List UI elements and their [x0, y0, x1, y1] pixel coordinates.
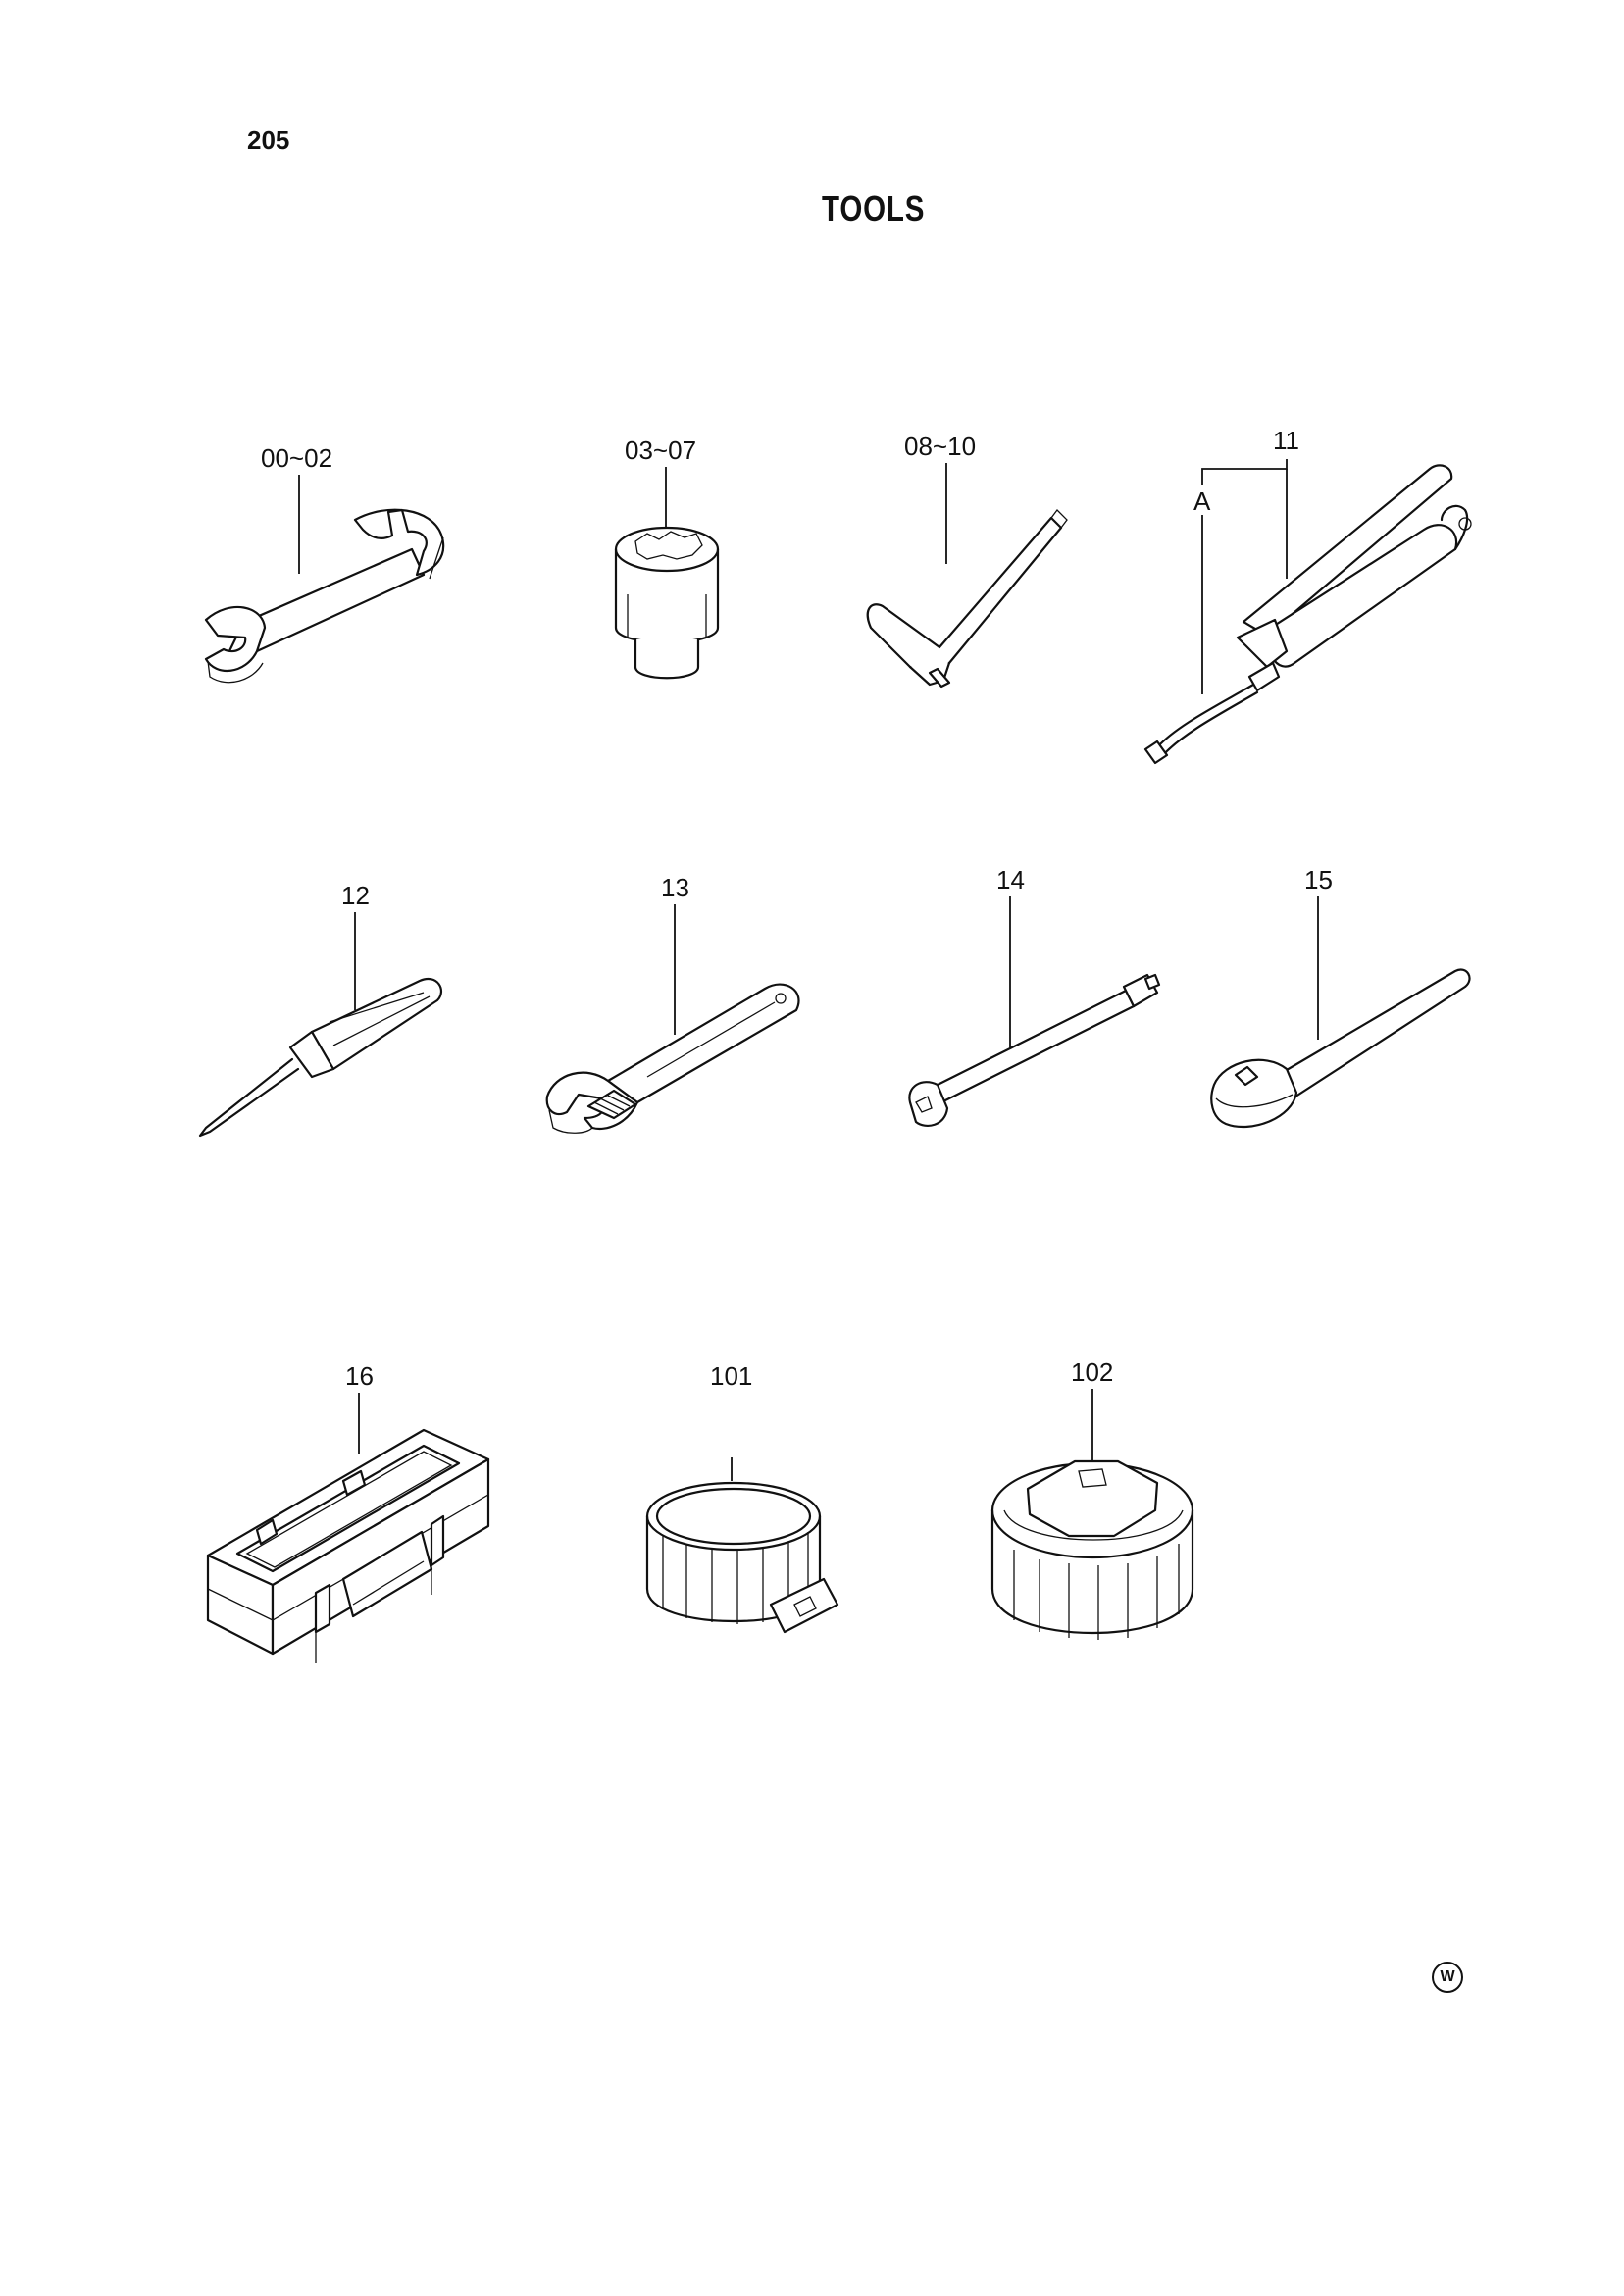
part-extension-bar: 14 — [908, 865, 1161, 1127]
part-label-adjustable-wrench: 13 — [661, 873, 689, 902]
part-filter-wrench-cup: 102 — [990, 1357, 1194, 1640]
page-title: TOOLS — [822, 188, 926, 229]
filter-wrench-band-icon — [645, 1481, 839, 1634]
part-wrench: 00~02 — [204, 443, 445, 684]
socket-icon — [614, 526, 720, 680]
adjustable-wrench-icon — [545, 983, 800, 1134]
part-ratchet-handle: 15 — [1210, 865, 1471, 1129]
part-label-filter-wrench-cup: 102 — [1071, 1357, 1113, 1387]
part-screwdriver: 12 — [198, 881, 443, 1138]
page-number: 205 — [247, 126, 290, 155]
part-label-wrench: 00~02 — [261, 443, 332, 473]
part-label-extension-bar: 14 — [996, 865, 1025, 894]
part-adjustable-wrench: 13 — [545, 873, 800, 1134]
part-label-screwdriver: 12 — [341, 881, 370, 910]
part-label-filter-wrench-band: 101 — [710, 1361, 752, 1391]
part-tool-box: 16 — [206, 1361, 490, 1663]
part-label-grease-gun: 11 — [1273, 426, 1299, 455]
filter-wrench-cup-icon — [990, 1459, 1194, 1640]
part-filter-wrench-band: 101 — [645, 1361, 839, 1634]
part-label-tool-box: 16 — [345, 1361, 374, 1391]
part-label-hex-key: 08~10 — [904, 432, 976, 461]
part-sublabel-a: A — [1193, 486, 1211, 516]
grease-gun-icon — [1143, 464, 1472, 765]
part-hex-key: 08~10 — [866, 432, 1068, 689]
screwdriver-icon — [198, 978, 443, 1138]
ratchet-handle-icon — [1210, 968, 1471, 1129]
extension-bar-icon — [908, 973, 1161, 1127]
part-label-ratchet-handle: 15 — [1304, 865, 1333, 894]
tool-box-icon — [206, 1428, 490, 1663]
open-end-wrench-icon — [204, 508, 445, 684]
part-socket: 03~07 — [614, 435, 720, 680]
part-label-socket: 03~07 — [625, 435, 696, 465]
hex-key-icon — [866, 509, 1068, 689]
part-grease-gun: 11 A — [1143, 426, 1472, 765]
manufacturer-mark: W — [1432, 1962, 1463, 1993]
